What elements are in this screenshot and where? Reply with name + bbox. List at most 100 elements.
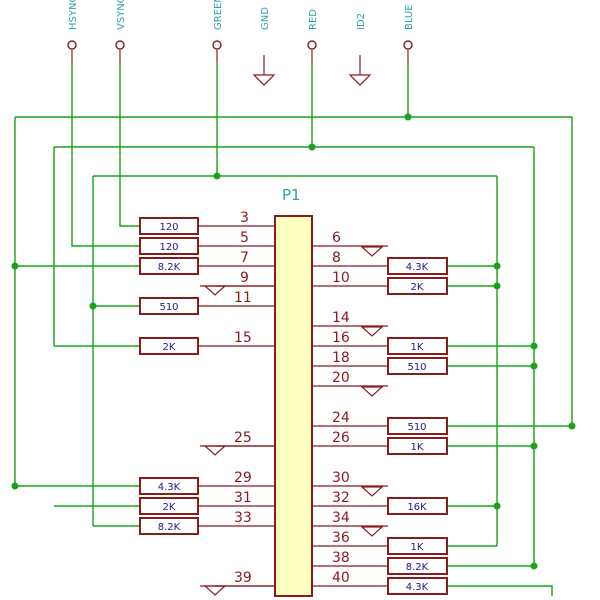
pin-14: 14: [312, 310, 388, 337]
resistor: 1K: [387, 537, 448, 555]
pin-9: 9: [200, 270, 275, 296]
ground-icon: [360, 246, 384, 257]
pin-7: 7 8.2K: [139, 250, 275, 275]
resistor-value: 2K: [163, 342, 176, 353]
resistor: 4.3K: [387, 257, 448, 275]
net-label-green: GREEN: [213, 0, 224, 30]
resistor-value: 8.2K: [158, 262, 181, 273]
pin-31: 31 2K: [139, 490, 275, 515]
ground-icon: [360, 326, 384, 337]
resistor: 120: [139, 237, 199, 255]
pin-16: 16 1K: [312, 330, 448, 355]
pin-number: 8: [332, 250, 341, 266]
pin-number: 31: [234, 490, 252, 506]
pin-number: 34: [332, 510, 350, 526]
pin-number: 26: [332, 430, 350, 446]
pin-number: 36: [332, 530, 350, 546]
resistor-value: 4.3K: [158, 482, 181, 493]
ground-icon: [203, 285, 227, 296]
resistor: 510: [139, 297, 199, 315]
resistor: 510: [387, 417, 448, 435]
pin-number: 30: [332, 470, 350, 486]
net-id2: ID2: [348, 13, 372, 86]
right-pins: 684.3K102K14161K185102024510261K303216K3…: [312, 230, 448, 595]
net-label-blue: BLUE: [404, 4, 415, 30]
resistor: 1K: [387, 337, 448, 355]
resistor: 16K: [387, 497, 448, 515]
pin-number: 38: [332, 550, 350, 566]
connector-body: [274, 215, 313, 597]
pin-number: 25: [234, 430, 252, 446]
pin-number: 39: [234, 570, 252, 586]
pin-number: 40: [332, 570, 350, 586]
resistor-value: 2K: [163, 502, 176, 513]
pin-number: 5: [240, 230, 249, 246]
resistor-value: 1K: [411, 542, 424, 553]
resistor-value: 4.3K: [406, 262, 429, 273]
resistor: 1K: [387, 437, 448, 455]
pin-number: 32: [332, 490, 350, 506]
resistor: 8.2K: [139, 517, 199, 535]
pin-20: 20: [312, 370, 388, 397]
pin-26: 26 1K: [312, 430, 448, 455]
resistor-value: 1K: [411, 442, 424, 453]
resistor: 2K: [139, 497, 199, 515]
net-green: GREEN: [212, 0, 224, 62]
pin-40: 40 4.3K: [312, 570, 448, 595]
pin-6: 6: [312, 230, 388, 257]
net-gnd: GND: [252, 7, 276, 86]
resistor-value: 1K: [411, 342, 424, 353]
net-vsync: VSYNC: [115, 0, 127, 62]
resistor-value: 8.2K: [406, 562, 429, 573]
resistor: 4.3K: [139, 477, 199, 495]
pin-5: 5 120: [139, 230, 275, 255]
net-label-red: RED: [308, 9, 319, 30]
net-label-id2: ID2: [356, 13, 367, 30]
connector-ref: P1: [282, 186, 301, 204]
ground-icon: [203, 445, 227, 456]
pin-number: 29: [234, 470, 252, 486]
ground-icon: [360, 386, 384, 397]
resistor-value: 510: [407, 362, 426, 373]
pin-8: 8 4.3K: [312, 250, 448, 275]
net-label-gnd: GND: [260, 7, 271, 30]
pin-36: 36 1K: [312, 530, 448, 555]
resistor-value: 120: [159, 222, 178, 233]
ground-icon: [360, 526, 384, 537]
resistor: 2K: [139, 337, 199, 355]
resistor: 4.3K: [387, 577, 448, 595]
pin-number: 15: [234, 330, 252, 346]
resistor-value: 16K: [407, 502, 427, 513]
wires: [14, 62, 573, 596]
resistor-value: 510: [159, 302, 178, 313]
pin-15: 15 2K: [139, 330, 275, 355]
resistor-value: 2K: [411, 282, 424, 293]
pin-number: 14: [332, 310, 350, 326]
pin-number: 20: [332, 370, 350, 386]
resistor-value: 510: [407, 422, 426, 433]
net-red: RED: [307, 9, 319, 62]
pin-25: 25: [200, 430, 275, 456]
ground-icon: [203, 585, 227, 596]
pin-29: 29 4.3K: [139, 470, 275, 495]
pin-number: 7: [240, 250, 249, 266]
pin-number: 33: [234, 510, 252, 526]
ground-icon: [252, 74, 276, 86]
net-blue: BLUE: [403, 4, 415, 62]
pin-32: 32 16K: [312, 490, 448, 515]
resistor-value: 4.3K: [406, 582, 429, 593]
pin-39: 39: [200, 570, 275, 596]
pin-number: 16: [332, 330, 350, 346]
pin-34: 34: [312, 510, 388, 537]
net-hsync: HSYNC: [67, 0, 79, 62]
pin-11: 11 510: [139, 290, 275, 315]
resistor: 510: [387, 357, 448, 375]
pin-number: 11: [234, 290, 252, 306]
net-terminals: HSYNC VSYNC GREEN GND RED ID2: [67, 0, 415, 86]
